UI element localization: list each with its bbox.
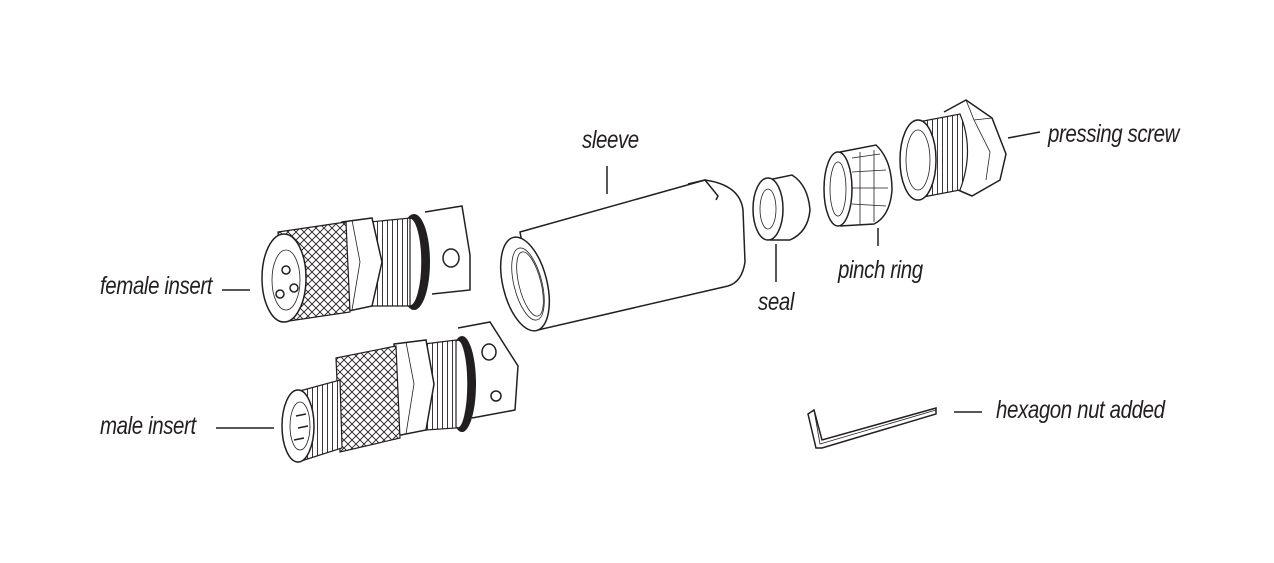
pinch-ring-label: pinch ring xyxy=(838,256,923,284)
seal-label: seal xyxy=(758,288,794,316)
pressing-screw-part xyxy=(899,99,1007,201)
female-insert-part xyxy=(261,205,471,323)
female-insert-label: female insert xyxy=(100,272,213,300)
male-insert-label: male insert xyxy=(100,412,196,440)
sleeve-label: sleeve xyxy=(582,126,639,154)
male-insert-part xyxy=(281,321,519,463)
hexagon-key-part xyxy=(807,407,937,449)
pinch-ring-part xyxy=(823,144,893,227)
sleeve-part xyxy=(499,179,746,332)
pressing-screw-leader-line xyxy=(1007,131,1041,139)
hexagon-nut-label: hexagon nut added xyxy=(996,396,1165,424)
pressing-screw-label: pressing screw xyxy=(1048,120,1179,148)
seal-part xyxy=(752,174,811,241)
